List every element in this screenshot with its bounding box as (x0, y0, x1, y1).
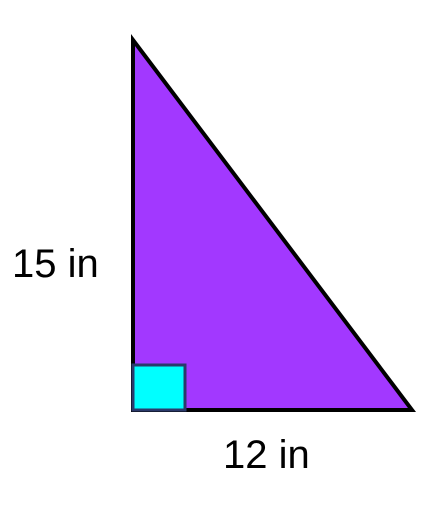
right-angle-marker (131, 363, 187, 412)
right-triangle (131, 34, 417, 412)
height-label: 15 in (12, 242, 99, 286)
base-label: 12 in (223, 433, 310, 477)
